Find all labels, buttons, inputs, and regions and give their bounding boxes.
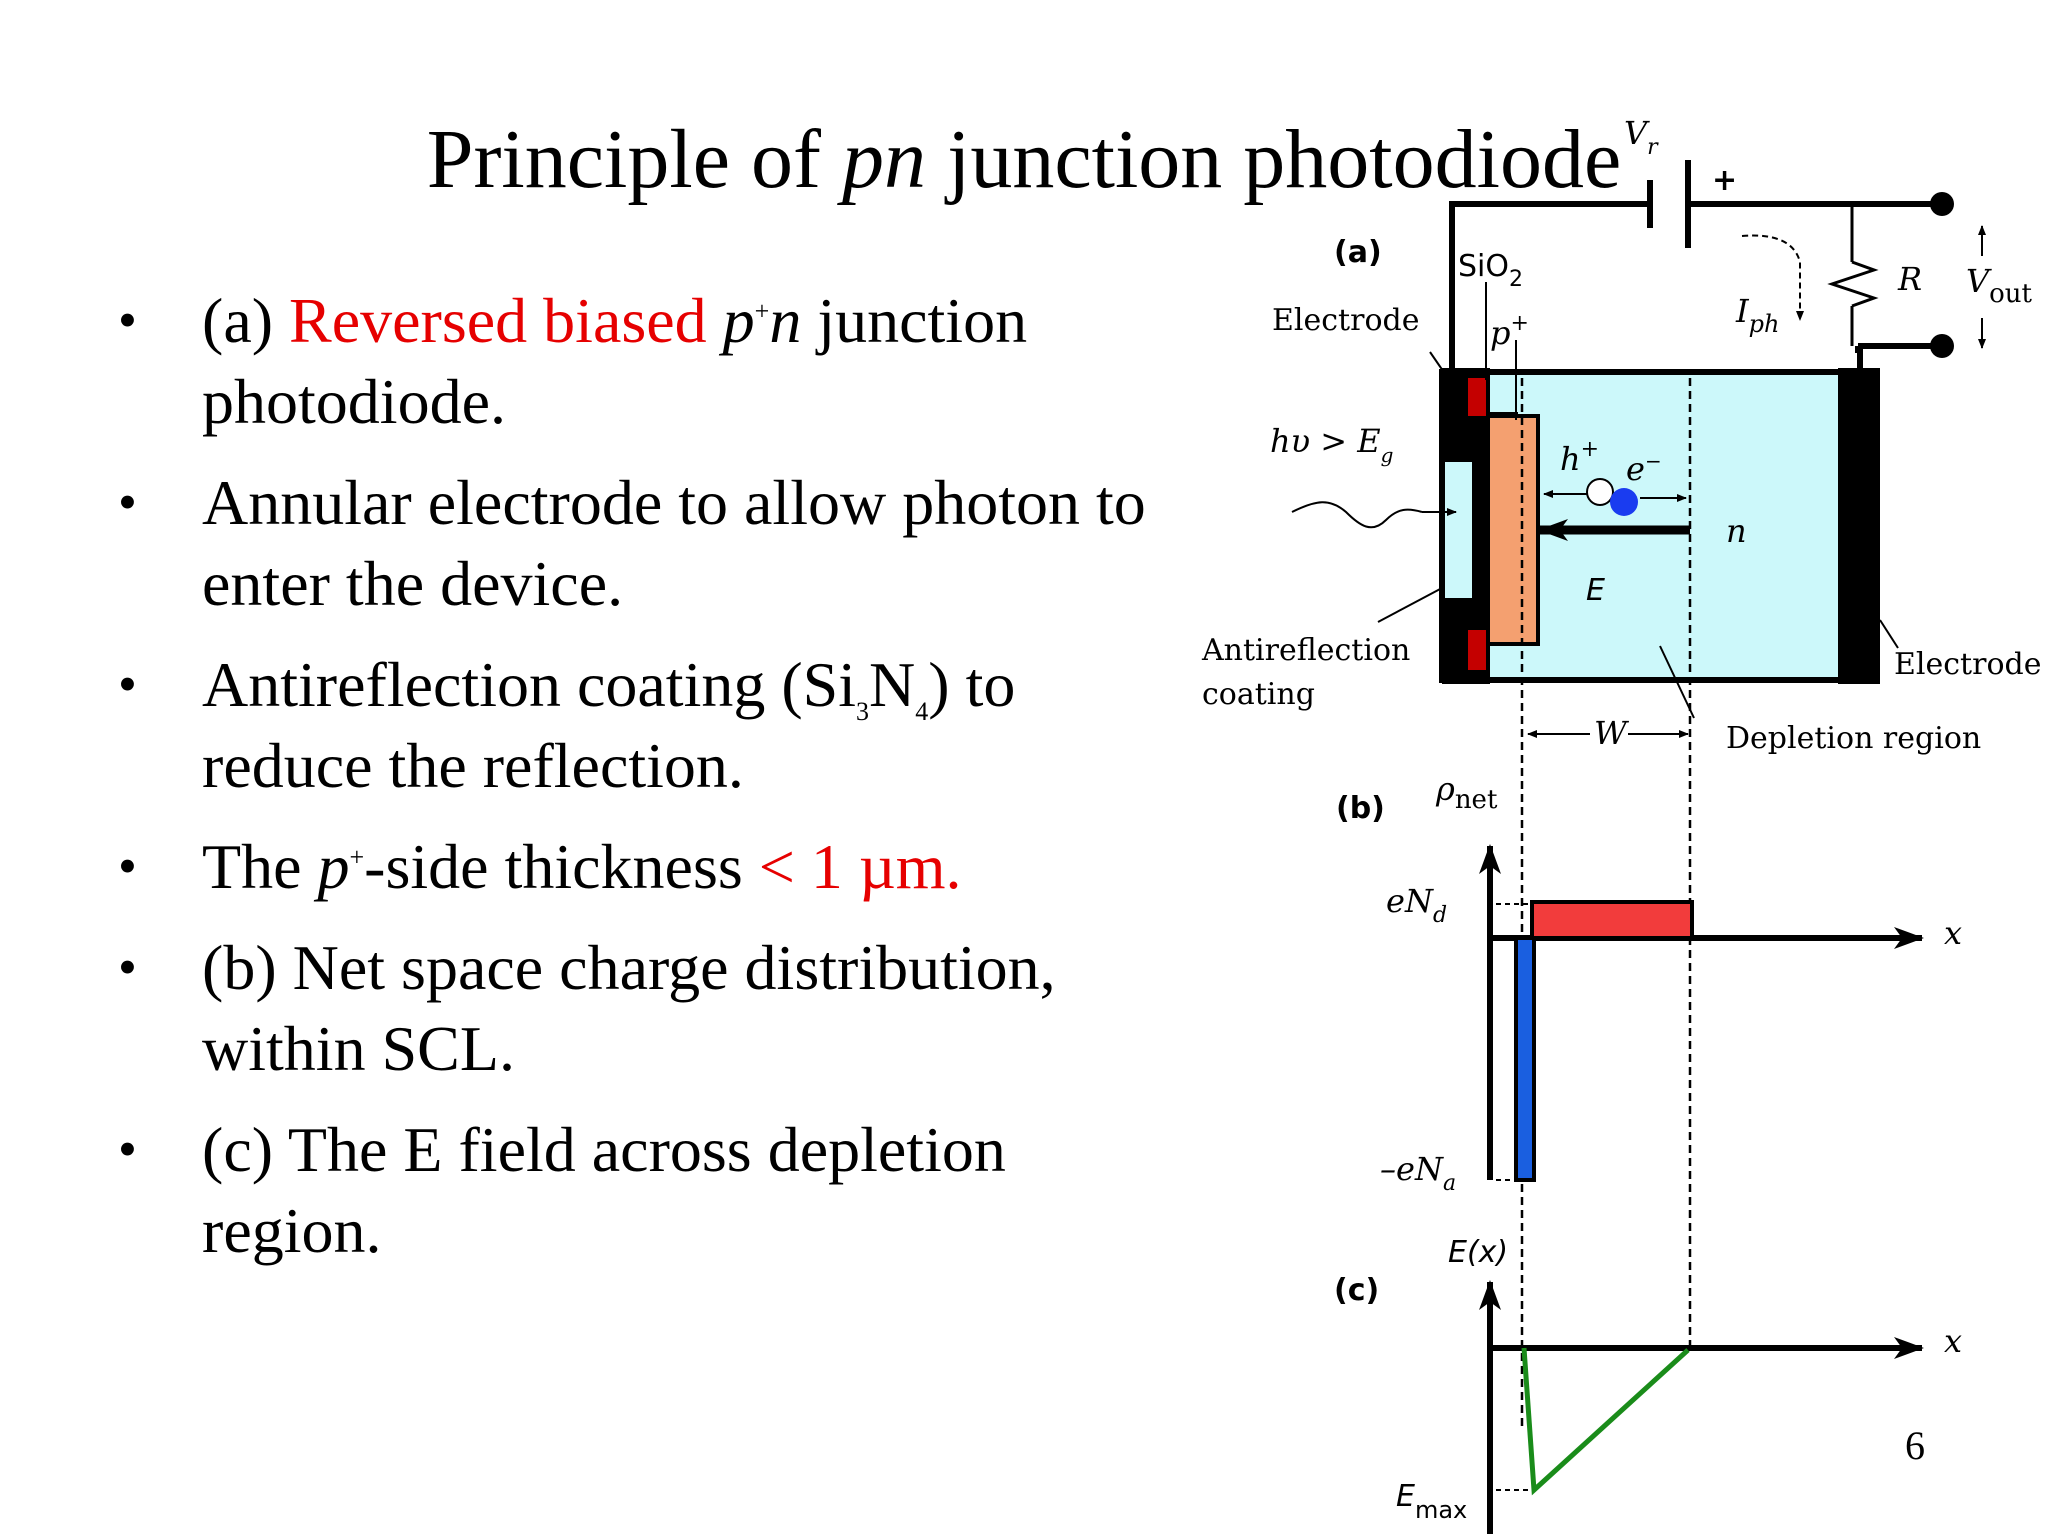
antireflection-label-2: coating: [1202, 677, 1315, 712]
bullet-dot-icon: •: [118, 290, 137, 350]
bullet-item: •Annular electrode to allow photon to en…: [118, 462, 1198, 624]
x-axis-c-label: x: [1944, 1322, 1962, 1360]
eNd-label: eNd: [1386, 882, 1447, 928]
resistor-zigzag: [1827, 260, 1879, 308]
bullet-dot-icon: •: [118, 472, 137, 532]
electron-carrier: [1610, 488, 1638, 516]
iph-arrow: [1741, 234, 1804, 321]
photon-wave: [1291, 501, 1423, 529]
bullet-dot-icon: •: [118, 937, 137, 997]
photon-label: hυ > Eg: [1270, 422, 1393, 467]
rho-label: ρnet: [1435, 770, 1498, 815]
panel-c-label: (c): [1334, 1273, 1379, 1308]
panel-b-label: (b): [1336, 791, 1385, 826]
right-electrode: [1838, 368, 1880, 684]
vout-label: Vout: [1966, 262, 2033, 309]
n-region-label: n: [1726, 512, 1747, 550]
resistor-label: R: [1897, 260, 1922, 298]
electrode-right-pointer: [1879, 619, 1899, 649]
bias-circuit: [1449, 160, 1942, 372]
bullet-item: •(c) The E field across depletion region…: [118, 1109, 1198, 1271]
field-E-label: E: [1586, 573, 1605, 608]
bullet-dot-icon: •: [118, 654, 137, 714]
vr-label: Vr: [1624, 114, 1659, 160]
bullet-dot-icon: •: [118, 836, 137, 896]
slide-title: Principle of pn junction photodiode: [426, 113, 1622, 206]
electrode-pointer: [1429, 351, 1453, 385]
panel-a-label: (a): [1334, 235, 1382, 270]
antireflection-label-1: Antireflection: [1201, 633, 1410, 668]
field-profile-curve: [1521, 1347, 1690, 1496]
bullet-item: •(a) Reversed biased p+n junction photod…: [118, 280, 1198, 442]
bullet-list: •(a) Reversed biased p+n junction photod…: [118, 280, 1198, 1291]
bullet-item: •Antireflection coating (Si3N4) to reduc…: [118, 644, 1198, 806]
vr-plus-sign: +: [1712, 163, 1737, 198]
depletion-pointer: [1659, 645, 1695, 719]
eNa-label: –eNa: [1380, 1150, 1456, 1196]
output-terminal-top: [1930, 192, 1954, 216]
output-terminal-bottom: [1930, 334, 1954, 358]
hole-carrier: [1586, 478, 1614, 506]
bullet-item: •The p+-side thickness < 1 µm.: [118, 826, 1198, 907]
page-number: 6: [1905, 1423, 1925, 1468]
negative-charge-block: [1514, 936, 1536, 1182]
positive-charge-block: [1530, 900, 1694, 940]
Emax-label: Emax: [1396, 1479, 1467, 1524]
p-plus-region: [1486, 414, 1540, 646]
bullet-item: •(b) Net space charge distribution, with…: [118, 927, 1198, 1089]
top-contact: [1468, 378, 1486, 416]
Ex-label: E(x): [1448, 1235, 1508, 1270]
electrode-right-label: Electrode: [1894, 647, 2041, 682]
electrode-left-label: Electrode: [1272, 303, 1419, 338]
depletion-region-label: Depletion region: [1726, 721, 1981, 756]
hole-label: h+: [1560, 437, 1599, 478]
antireflection-pointer: [1377, 587, 1443, 623]
iph-label: Iph: [1735, 292, 1779, 338]
x-axis-b-label: x: [1944, 914, 1962, 952]
electron-label: e−: [1626, 449, 1662, 488]
p-plus-label: p+: [1490, 311, 1529, 352]
width-W-label: W: [1594, 714, 1630, 752]
bullet-dot-icon: •: [118, 1119, 137, 1179]
bottom-contact: [1468, 630, 1486, 670]
sio2-label: SiO2: [1458, 249, 1523, 292]
